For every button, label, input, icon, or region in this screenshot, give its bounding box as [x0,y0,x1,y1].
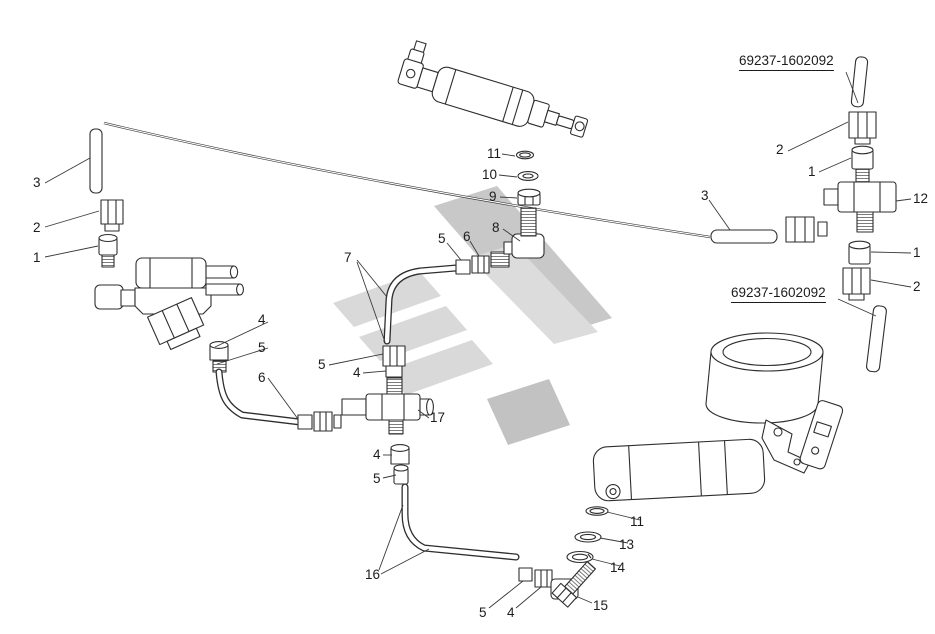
tube-7-fittings [455,251,510,275]
tee-fitting-12 [823,181,897,233]
tee-lower-stack [390,444,410,485]
right-fitting-1-top [851,145,874,183]
elbow-fitting-8 [503,207,545,259]
callout-4: 4 [373,447,381,462]
callout-2: 2 [776,142,784,157]
part-number-link-top[interactable]: 69237-1602092 [739,54,834,71]
callout-11: 11 [487,146,502,161]
callout-1: 1 [33,250,41,265]
right-fitting-1-bottom [848,240,871,265]
washer-13 [574,531,602,543]
tube-6-end-fittings [297,411,342,432]
bottom-tube-fittings [518,567,553,588]
callout-1: 1 [808,164,816,179]
callout-2: 2 [33,220,41,235]
left-tube-3 [89,128,103,194]
callout-3: 3 [33,175,41,190]
tube-16 [401,483,520,561]
right-nut-2-top [848,111,877,145]
leader-lines [44,71,912,609]
left-fitting-1 [98,233,118,268]
callout-4: 4 [353,365,361,380]
actuator-drum [705,332,824,424]
pneumatic-cylinder [397,40,589,138]
tee-upper-stack [382,345,406,378]
callout-16: 16 [365,567,381,582]
ring-11-bottom [585,506,609,516]
callout-9: 9 [489,189,497,204]
callout-13: 13 [619,537,635,552]
watermark-logo [333,186,612,445]
callout-3: 3 [701,188,709,203]
tube-6 [215,368,304,426]
callout-5: 5 [258,340,266,355]
right-nut-2-bottom [842,267,871,301]
banjo-bolt-15 [551,560,597,608]
callout-6: 6 [258,370,266,385]
control-valve [94,257,244,351]
part-number-link-middle[interactable]: 69237-1602092 [731,286,826,303]
callout-2: 2 [913,279,921,294]
callout-8: 8 [492,220,500,235]
callout-15: 15 [593,598,609,613]
valve-outlet-fittings [209,341,229,373]
callout-12: 12 [913,191,929,206]
mounting-bracket [799,400,844,470]
right-tube-3 [710,216,828,244]
callout-5: 5 [373,471,381,486]
tube-7 [383,264,460,345]
callout-7: 7 [344,250,352,265]
callout-4: 4 [507,605,515,620]
callout-5: 5 [438,231,446,246]
left-nut-2 [100,199,124,232]
release-lever [761,419,811,474]
right-lower-tube [866,305,887,373]
actuator-body [592,438,766,502]
callout-5: 5 [479,605,487,620]
ring-11-top [515,150,535,160]
callout-10: 10 [482,167,498,182]
callout-6: 6 [463,229,471,244]
tee-fitting-17 [341,377,434,435]
hex-nut-9 [517,188,541,206]
callout-14: 14 [610,560,626,575]
long-pipe [103,121,711,239]
right-top-tube [850,56,869,108]
callout-5: 5 [318,357,326,372]
callout-11: 11 [630,514,645,529]
washer-10 [517,171,539,181]
callout-4: 4 [258,312,266,327]
callout-1: 1 [913,245,921,260]
spring-washer-14 [566,550,594,564]
callout-17: 17 [430,410,446,425]
